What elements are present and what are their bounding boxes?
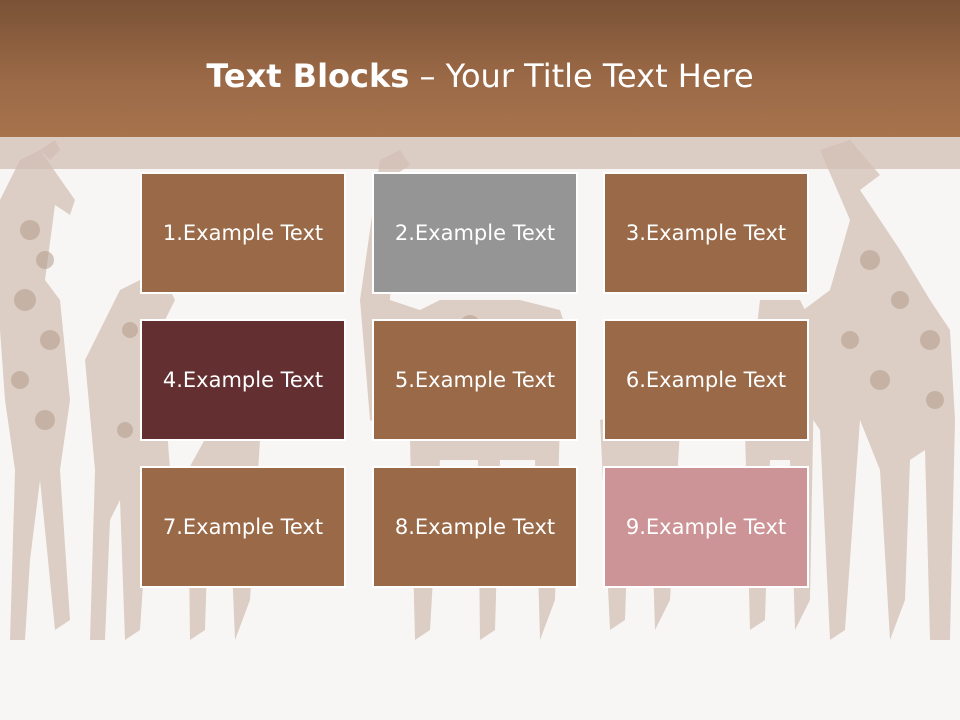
text-block-label: 1.Example Text — [162, 221, 324, 245]
slide-title: Text Blocks – Your Title Text Here — [0, 54, 960, 98]
text-block-label: 5.Example Text — [394, 368, 556, 392]
text-block-2[interactable]: 2.Example Text — [372, 172, 578, 294]
title-separator: – — [409, 57, 446, 95]
text-block-label: 8.Example Text — [394, 515, 556, 539]
title-header-bar — [0, 0, 960, 137]
text-block-4[interactable]: 4.Example Text — [140, 319, 346, 441]
title-rest-part: Your Title Text Here — [445, 57, 754, 95]
text-block-label: 7.Example Text — [162, 515, 324, 539]
title-bold-part: Text Blocks — [206, 57, 410, 95]
text-block-3[interactable]: 3.Example Text — [603, 172, 809, 294]
text-block-1[interactable]: 1.Example Text — [140, 172, 346, 294]
text-block-7[interactable]: 7.Example Text — [140, 466, 346, 588]
text-block-label: 3.Example Text — [625, 221, 787, 245]
text-block-label: 6.Example Text — [625, 368, 787, 392]
text-block-label: 9.Example Text — [625, 515, 787, 539]
text-block-label: 4.Example Text — [162, 368, 324, 392]
text-block-label: 2.Example Text — [394, 221, 556, 245]
text-block-8[interactable]: 8.Example Text — [372, 466, 578, 588]
text-block-9[interactable]: 9.Example Text — [603, 466, 809, 588]
text-block-6[interactable]: 6.Example Text — [603, 319, 809, 441]
header-accent-band — [0, 137, 960, 169]
text-block-5[interactable]: 5.Example Text — [372, 319, 578, 441]
